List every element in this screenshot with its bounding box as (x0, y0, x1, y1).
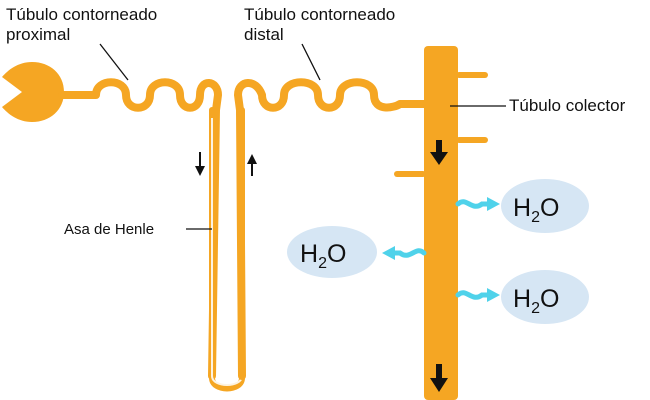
water-bubble-left (287, 226, 377, 278)
proximal-leader-line (99, 43, 129, 81)
loop-of-henle-label: Asa de Henle (64, 221, 154, 238)
distal-leader-line (301, 43, 321, 81)
collecting-duct-flow-arrow-top (430, 140, 448, 165)
bowman-capsule (2, 62, 64, 122)
water-label-right-bottom: H2O (513, 285, 559, 317)
collecting-duct-flow-arrow-bottom (430, 364, 448, 392)
water-arrow-right-bottom (455, 288, 500, 302)
collecting-duct-label: Túbulo colector (509, 96, 626, 115)
proximal-convoluted-tubule (58, 78, 222, 380)
collecting-duct-branch-left (394, 171, 426, 177)
descending-flow-arrow (195, 152, 205, 176)
water-arrow-right-top (455, 197, 500, 211)
proximal-tubule-label-line1: Túbulo contorneado (6, 5, 157, 24)
water-bubble-right-bottom (501, 270, 589, 324)
proximal-tubule-label-line2: proximal (6, 25, 70, 44)
distal-tubule-label-line1: Túbulo contorneado (244, 5, 395, 24)
distal-convoluted-tubule (234, 78, 430, 380)
collecting-duct (424, 46, 458, 400)
distal-tubule-label-line2: distal (244, 25, 284, 44)
water-label-left: H2O (300, 240, 346, 272)
collecting-duct-branch-mid-right (456, 137, 488, 143)
water-bubble-right-top (501, 179, 589, 233)
collecting-duct-branch-top-right (456, 72, 488, 78)
water-label-right-top: H2O (513, 194, 559, 226)
water-arrow-left (382, 246, 427, 260)
ascending-flow-arrow (247, 154, 257, 176)
